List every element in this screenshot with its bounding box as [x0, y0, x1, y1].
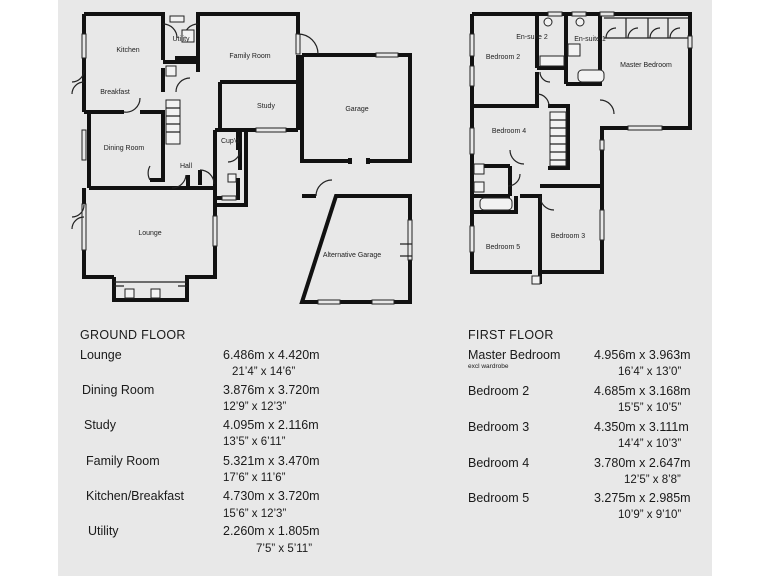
utility-label: Utility — [172, 36, 190, 43]
ff-room-name: Master Bedroom — [468, 348, 561, 362]
floor-plan-sheet — [58, 0, 712, 576]
ff-room-imperial: 15’5” x 10’5” — [618, 402, 682, 414]
cupboard-label: Cup'd — [221, 138, 239, 145]
ff-room-imperial: 16’4” x 13’0” — [618, 366, 682, 378]
bedroom-4-label: Bedroom 4 — [492, 128, 526, 135]
gf-room-imperial: 13’5” x 6’11” — [223, 436, 286, 448]
gf-room-name: Utility — [88, 524, 119, 538]
ff-room-imperial: 14’4” x 10’3” — [618, 438, 682, 450]
gf-room-name: Family Room — [86, 454, 160, 468]
gf-room-metric: 2.260m x 1.805m — [223, 524, 320, 538]
ground-floor-plan — [71, 12, 413, 305]
gf-room-metric: 3.876m x 3.720m — [223, 383, 320, 397]
ff-room-name: Bedroom 3 — [468, 420, 530, 434]
dining-room-label: Dining Room — [104, 145, 145, 152]
lounge-label: Lounge — [138, 230, 161, 237]
family-room-label: Family Room — [229, 53, 270, 60]
ground-floor-heading: GROUND FLOOR — [80, 328, 186, 342]
hall-label: Hall — [180, 163, 193, 170]
ff-room-name: Bedroom 4 — [468, 456, 530, 470]
gf-room-imperial: 15’6” x 12’3” — [223, 508, 287, 520]
gf-room-imperial: 21’4” x 14’6” — [232, 366, 296, 378]
ensuite-2-label: En-suite 2 — [516, 34, 548, 41]
first-floor-heading: FIRST FLOOR — [468, 328, 554, 342]
first-floor-plan — [469, 11, 693, 285]
gf-room-name: Lounge — [80, 348, 122, 362]
bedroom-2-label: Bedroom 2 — [486, 54, 520, 61]
gf-room-name: Study — [84, 418, 116, 432]
ensuite-1-label: En-suite 1 — [574, 36, 606, 43]
bedroom-5-label: Bedroom 5 — [486, 244, 520, 251]
ff-room-name: Bedroom 2 — [468, 384, 530, 398]
gf-room-name: Dining Room — [82, 383, 155, 397]
gf-room-imperial: 7’5” x 5’11” — [256, 543, 313, 555]
ff-room-name: Bedroom 5 — [468, 491, 530, 505]
ff-room-note: excl wardrobe — [468, 363, 509, 370]
gf-room-metric: 4.730m x 3.720m — [223, 489, 320, 503]
ff-room-imperial: 12’5” x 8’8” — [624, 474, 681, 486]
ff-room-metric: 4.956m x 3.963m — [594, 348, 691, 362]
master-bedroom-label: Master Bedroom — [620, 62, 672, 69]
study-label: Study — [257, 103, 275, 110]
garage-label: Garage — [345, 106, 368, 113]
breakfast-label: Breakfast — [100, 89, 130, 96]
ff-room-imperial: 10’9” x 9’10” — [618, 509, 682, 521]
gf-room-imperial: 17’6” x 11’6” — [223, 472, 286, 484]
alternative-garage-label: Alternative Garage — [323, 252, 381, 259]
gf-room-metric: 4.095m x 2.116m — [223, 418, 319, 432]
kitchen-label: Kitchen — [116, 47, 139, 54]
ff-room-metric: 3.275m x 2.985m — [594, 491, 691, 505]
bedroom-3-label: Bedroom 3 — [551, 233, 585, 240]
gf-room-metric: 5.321m x 3.470m — [223, 454, 320, 468]
gf-room-imperial: 12’9” x 12’3” — [223, 401, 287, 413]
ff-room-metric: 3.780m x 2.647m — [594, 456, 691, 470]
gf-room-metric: 6.486m x 4.420m — [223, 348, 320, 362]
ff-room-metric: 4.350m x 3.111m — [594, 420, 689, 434]
gf-room-name: Kitchen/Breakfast — [86, 489, 184, 503]
room-labels: Kitchen Utility Family Room Breakfast Di… — [100, 34, 672, 259]
ff-room-metric: 4.685m x 3.168m — [594, 384, 691, 398]
